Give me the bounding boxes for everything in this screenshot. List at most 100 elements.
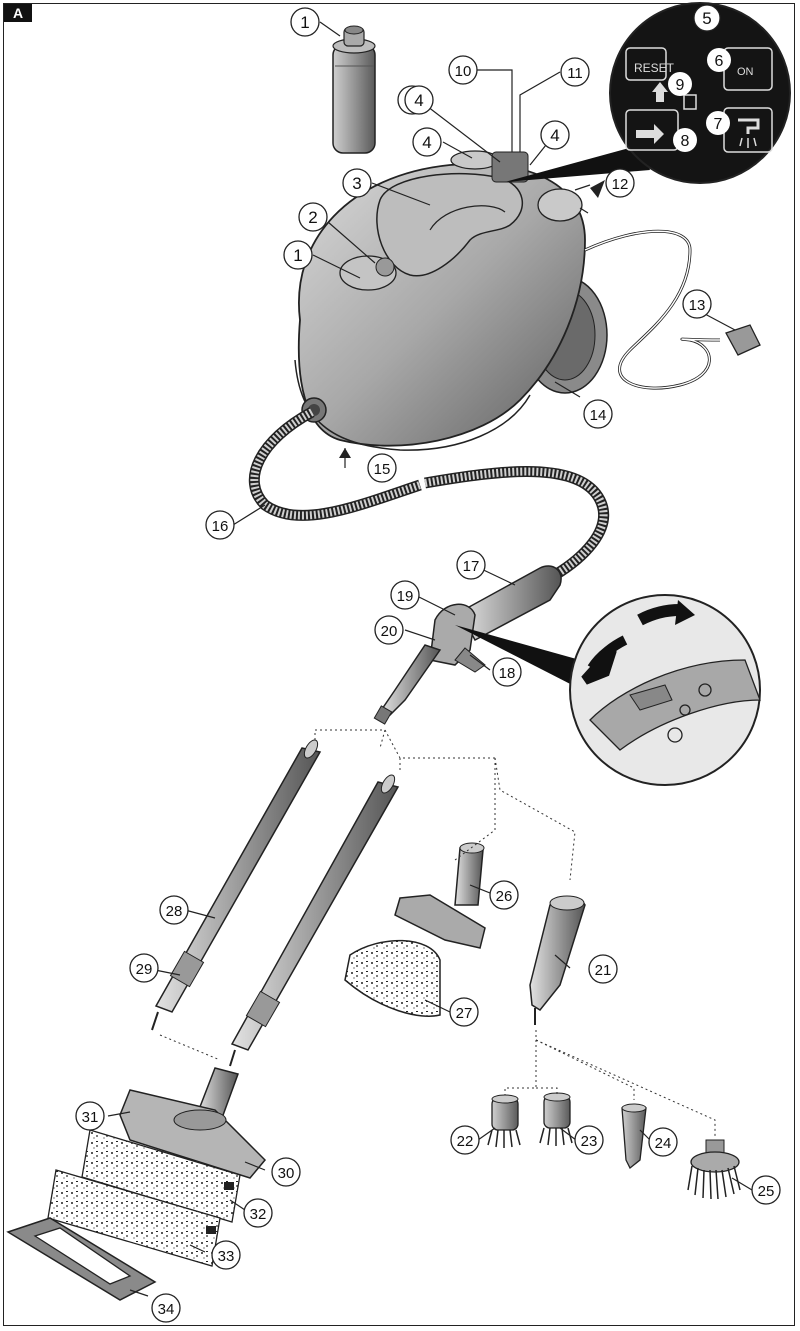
steam-cleaner-body xyxy=(294,150,608,451)
arrow-icon xyxy=(590,180,605,198)
callout-circle xyxy=(129,953,159,983)
callout-19: 19 xyxy=(397,588,414,605)
callout-circle xyxy=(449,997,479,1027)
callout-circle xyxy=(583,399,613,429)
callout-layer: 1123454410111213141516171819202122232425… xyxy=(75,7,781,1323)
callout-circle xyxy=(151,1293,181,1323)
floor-cloth-b xyxy=(47,1169,221,1267)
callout-circle xyxy=(211,1240,241,1270)
callout-1: 1 xyxy=(293,246,302,265)
callout-32: 32 xyxy=(250,1206,267,1223)
callout-28: 28 xyxy=(166,903,183,920)
round-brush-small-a xyxy=(487,1094,521,1148)
callout-circle xyxy=(159,895,189,925)
callout-27: 27 xyxy=(456,1005,473,1022)
callout-circle xyxy=(668,72,692,96)
callout-circle xyxy=(492,657,522,687)
hand-nozzle xyxy=(394,842,486,949)
callout-circle xyxy=(673,128,697,152)
callout-8: 8 xyxy=(681,133,690,150)
callout-20: 20 xyxy=(381,623,398,640)
callout-4: 4 xyxy=(414,91,423,110)
figure-frame xyxy=(3,3,795,1326)
refill-arrow-icon xyxy=(636,124,664,144)
floor-nozzle xyxy=(119,1067,267,1179)
detail-nozzle xyxy=(529,895,586,1025)
callout-25: 25 xyxy=(758,1183,775,1200)
callout-21: 21 xyxy=(595,962,612,979)
callout-31: 31 xyxy=(82,1109,99,1126)
power-nozzle xyxy=(621,1103,647,1170)
callout-16: 16 xyxy=(212,518,229,535)
steam-icon xyxy=(679,704,691,716)
plug-icon xyxy=(725,324,761,356)
callout-circle xyxy=(404,85,434,115)
leader-lines xyxy=(107,21,753,1297)
callout-circle xyxy=(342,168,372,198)
callout-circle xyxy=(648,1127,678,1157)
carpet-glider xyxy=(6,1217,157,1301)
callout-6: 6 xyxy=(715,53,724,70)
callout-3: 3 xyxy=(352,174,361,193)
callout-9: 9 xyxy=(676,77,685,94)
callout-circle xyxy=(390,580,420,610)
callout-14: 14 xyxy=(590,407,607,424)
power-cable xyxy=(584,229,761,390)
on-label: ON xyxy=(737,66,754,78)
round-brush-small-b xyxy=(539,1092,573,1146)
arrow-left-icon xyxy=(581,635,628,685)
callout-12: 12 xyxy=(612,176,629,193)
cloth-cover xyxy=(344,939,441,1017)
callout-33: 33 xyxy=(218,1248,235,1265)
callout-30: 30 xyxy=(278,1165,295,1182)
callout-circle xyxy=(367,453,397,483)
extension-tube-right xyxy=(229,774,400,1067)
water-drops-icon xyxy=(739,137,757,148)
callout-1: 1 xyxy=(300,13,309,32)
callout-circle xyxy=(374,615,404,645)
callout-4: 4 xyxy=(422,133,431,152)
reset-arrow-icon xyxy=(652,82,668,102)
steam-hose xyxy=(248,407,610,580)
callout-circle xyxy=(271,1157,301,1187)
callout-circle xyxy=(298,202,328,232)
callout-circle xyxy=(574,1125,604,1155)
callout-7: 7 xyxy=(714,116,723,133)
callout-circle xyxy=(448,55,478,85)
callout-circle xyxy=(283,240,313,270)
cartridge-icon xyxy=(683,94,697,110)
round-brush-large xyxy=(687,1139,741,1200)
callout-circle xyxy=(707,48,731,72)
callout-circle xyxy=(456,550,486,580)
callout-circle xyxy=(450,1125,480,1155)
unlock-icon xyxy=(667,727,683,743)
callout-17: 17 xyxy=(463,558,480,575)
callout-13: 13 xyxy=(689,297,706,314)
reset-label: RESET xyxy=(634,61,675,75)
callout-18: 18 xyxy=(499,665,516,682)
lock-icon xyxy=(698,683,712,697)
callout-circle xyxy=(560,57,590,87)
filter-cartridge xyxy=(332,25,376,154)
control-panel-detail xyxy=(505,2,791,184)
callout-circle xyxy=(75,1101,105,1131)
callout-5-panel: 5 xyxy=(702,9,711,28)
callout-circle xyxy=(412,127,442,157)
callout-circle xyxy=(290,7,320,37)
steam-gun xyxy=(373,565,562,725)
callout-circle xyxy=(682,289,712,319)
arrow-icon xyxy=(339,448,351,458)
callout-10: 10 xyxy=(455,63,472,80)
callout-11: 11 xyxy=(567,65,583,82)
callout-22: 22 xyxy=(457,1133,474,1150)
callout-circle xyxy=(489,880,519,910)
callout-23: 23 xyxy=(581,1133,598,1150)
callout-circle xyxy=(205,510,235,540)
extension-tube-left xyxy=(151,739,322,1031)
callout-15: 15 xyxy=(374,461,391,478)
connection-guides xyxy=(159,729,716,1138)
floor-cloth-a xyxy=(81,1129,241,1223)
callout-circle xyxy=(706,111,730,135)
tap-icon xyxy=(738,118,760,134)
